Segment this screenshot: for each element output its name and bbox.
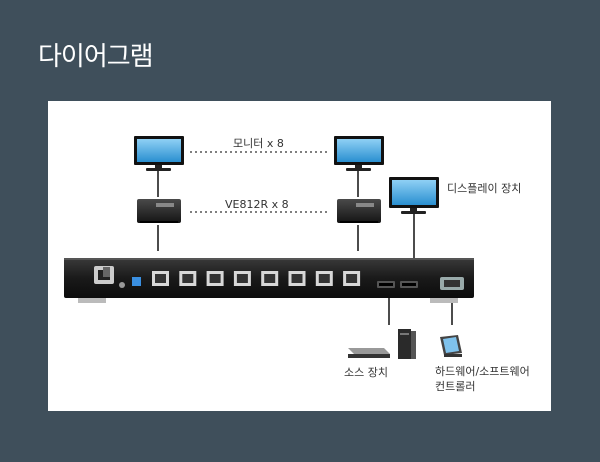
rj45-port-socket — [236, 274, 248, 283]
dotted-links — [190, 151, 330, 213]
pc-tower — [398, 329, 416, 359]
monitor-left — [134, 136, 184, 171]
controller-label-line2: 컨트롤러 — [435, 380, 476, 393]
display-label: 디스플레이 장치 — [447, 182, 522, 195]
source-device — [348, 348, 390, 358]
receiver-right — [337, 199, 381, 223]
monitor-right — [334, 136, 384, 171]
rj45-port-socket — [291, 274, 303, 283]
diagram-panel: 모니터 x 8 VE812R x 8 디스플레이 장치 소스 장치 하드웨어/소… — [48, 101, 551, 411]
rj45-ports — [152, 271, 361, 286]
receiver-left — [137, 199, 181, 223]
rj45-port-socket — [318, 274, 330, 283]
rj45-port-socket — [264, 274, 276, 283]
rj45-port-socket — [155, 274, 166, 283]
hdmi-ports — [377, 281, 418, 288]
page-title: 다이어그램 — [38, 42, 154, 72]
controller-label-line1: 하드웨어/소프트웨어 — [435, 365, 530, 378]
serial-port — [440, 277, 464, 290]
receivers-label: VE812R x 8 — [225, 198, 289, 211]
diagram-canvas — [64, 136, 474, 359]
rj45-port-socket — [182, 274, 194, 283]
rj45-port-socket — [346, 274, 358, 283]
rj45-port-socket — [209, 274, 221, 283]
source-label: 소스 장치 — [344, 366, 388, 379]
monitors-label: 모니터 x 8 — [233, 137, 284, 150]
controller-device — [440, 335, 462, 357]
display-device — [389, 177, 439, 214]
